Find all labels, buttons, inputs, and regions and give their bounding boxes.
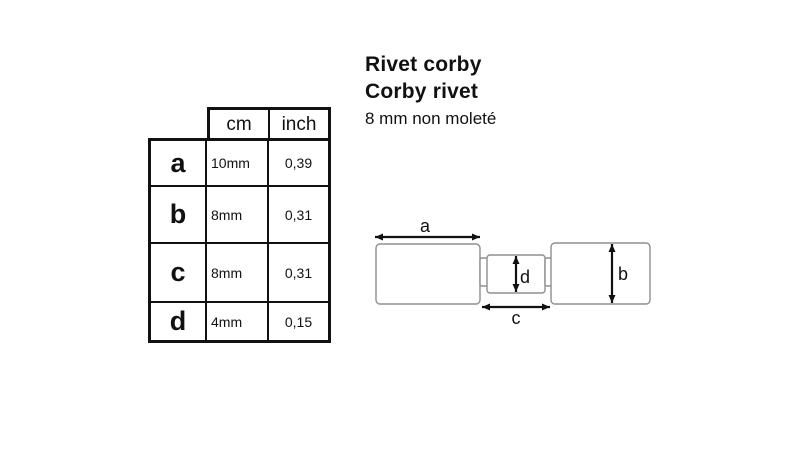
product-title-fr: Rivet corby [365, 53, 482, 76]
cell-a-inch: 0,39 [269, 141, 328, 187]
title-block: Rivet corby Corby rivet 8 mm non moleté [365, 51, 496, 131]
row-label-c: c [151, 244, 207, 303]
table-body: a 10mm 0,39 b 8mm 0,31 c 8mm 0,31 d 4mm … [148, 138, 331, 343]
dimension-label-b: b [618, 264, 628, 284]
dimension-label-c: c [512, 308, 521, 328]
cell-b-inch: 0,31 [269, 187, 328, 244]
dimension-label-a: a [420, 218, 431, 236]
product-title-en: Corby rivet [365, 80, 479, 103]
rivet-diagram: a b c d [375, 218, 651, 328]
row-label-b: b [151, 187, 207, 244]
product-subtitle: 8 mm non moleté [365, 109, 497, 128]
cell-c-cm: 8mm [207, 244, 269, 303]
cell-a-cm: 10mm [207, 141, 269, 187]
table-header-inch: inch [281, 113, 317, 135]
cell-d-cm: 4mm [207, 303, 269, 340]
dimension-label-d: d [520, 267, 530, 287]
rivet-head-right-outline [550, 242, 651, 305]
rivet-head-left-outline [375, 243, 481, 305]
cell-d-inch: 0,15 [284, 313, 313, 330]
row-label-a: a [151, 141, 207, 187]
cell-b-cm: 8mm [207, 187, 269, 244]
cell-c-inch: 0,31 [269, 244, 328, 303]
row-label-d: d [151, 303, 207, 340]
dimension-table: cm inch a 10mm 0,39 b 8mm 0,31 c 8mm 0,3… [148, 107, 331, 343]
table-header-row: cm inch [207, 107, 331, 138]
table-header-cm: cm [210, 110, 270, 138]
